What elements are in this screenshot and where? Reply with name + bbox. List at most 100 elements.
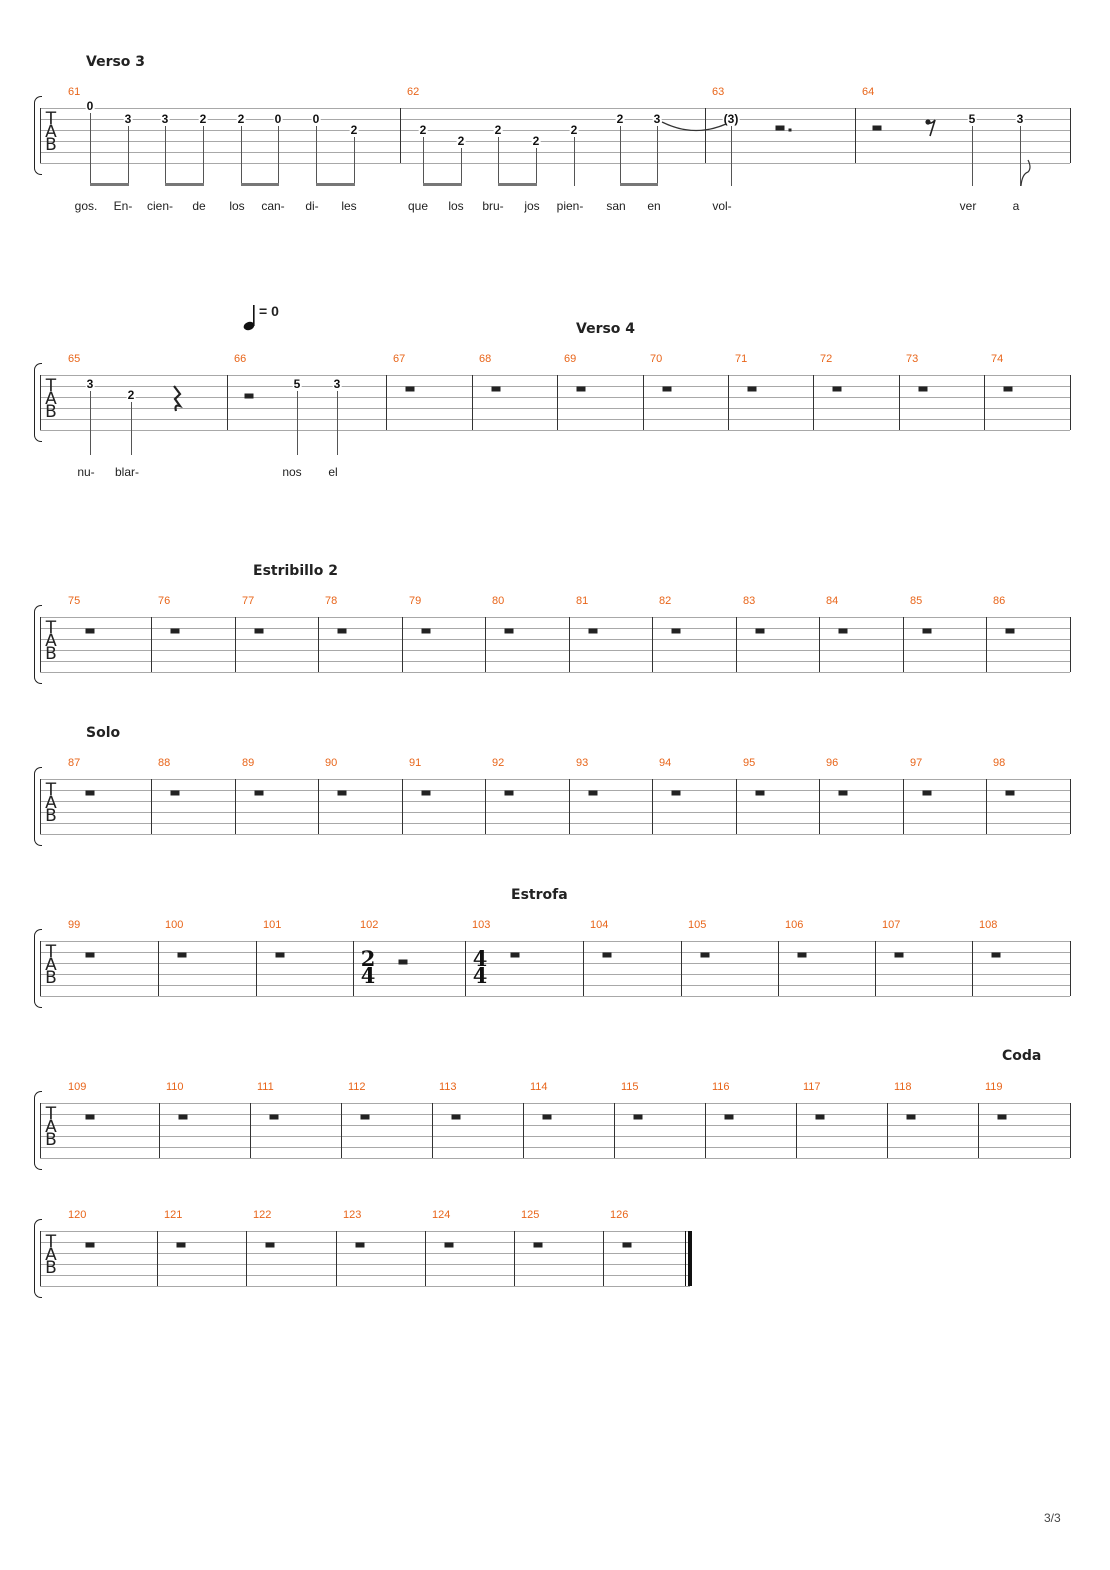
- tab-clef-letter: B: [45, 1258, 57, 1278]
- tab-clef-letter: A: [45, 122, 57, 142]
- measure-number: 88: [158, 757, 171, 769]
- time-signature-bottom: 4: [360, 963, 376, 988]
- tab-string-line: [40, 812, 1070, 813]
- barline: [386, 375, 387, 430]
- tab-clef-letter: A: [45, 1117, 57, 1137]
- barline: [986, 617, 987, 672]
- tab-string-line: [40, 419, 1070, 420]
- barline: [603, 1231, 604, 1286]
- final-barline: [685, 1231, 686, 1286]
- tie-arc: [661, 121, 727, 132]
- whole-rest: [444, 1242, 454, 1248]
- barline: [728, 375, 729, 430]
- whole-rest: [633, 1114, 643, 1120]
- tab-clef-letter: A: [45, 955, 57, 975]
- measure-number: 112: [348, 1081, 366, 1093]
- barline: [318, 617, 319, 672]
- barline: [250, 1103, 251, 1158]
- whole-rest: [838, 628, 848, 634]
- note-stem: [128, 126, 129, 186]
- barline: [514, 1231, 515, 1286]
- tab-string-line: [40, 108, 1070, 109]
- measure-number: 119: [985, 1081, 1003, 1093]
- tab-string-line: [40, 152, 1070, 153]
- whole-rest: [398, 959, 408, 965]
- measure-number: 100: [165, 919, 184, 931]
- dot: [788, 128, 792, 132]
- fret-number: 2: [126, 388, 136, 402]
- fret-number: 2: [531, 134, 541, 148]
- barline: [432, 1103, 433, 1158]
- half-rest: [872, 125, 882, 131]
- lyric-syllable: bru-: [482, 199, 504, 213]
- tab-string-line: [40, 639, 1070, 640]
- barline: [972, 941, 973, 996]
- note-stem: [354, 137, 355, 186]
- barline: [681, 941, 682, 996]
- lyric-syllable: vol-: [712, 199, 732, 213]
- measure-number: 72: [820, 353, 833, 365]
- barline: [246, 1231, 247, 1286]
- whole-rest: [491, 386, 501, 392]
- measure-number: 124: [432, 1209, 451, 1221]
- barline: [400, 108, 401, 163]
- measure-number: 103: [472, 919, 491, 931]
- whole-rest: [671, 790, 681, 796]
- note-beam: [316, 183, 355, 186]
- tab-string-line: [40, 1275, 690, 1276]
- barline: [159, 1103, 160, 1158]
- tab-string-line: [40, 141, 1070, 142]
- whole-rest: [405, 386, 415, 392]
- measure-number: 91: [409, 757, 422, 769]
- whole-rest: [797, 952, 807, 958]
- barline: [227, 375, 228, 430]
- barline: [40, 1231, 41, 1286]
- tab-string-line: [40, 985, 1070, 986]
- barline: [903, 617, 904, 672]
- barline: [1070, 108, 1071, 163]
- barline: [402, 779, 403, 834]
- barline: [465, 941, 466, 996]
- measure-number: 110: [166, 1081, 184, 1093]
- measure-number: 98: [993, 757, 1006, 769]
- system-brace: [34, 929, 42, 1008]
- whole-rest: [1005, 790, 1015, 796]
- tab-string-line: [40, 1114, 1070, 1115]
- fret-number: 2: [349, 123, 359, 137]
- barline: [705, 1103, 706, 1158]
- tab-string-line: [40, 430, 1070, 431]
- measure-number: 80: [492, 595, 505, 607]
- measure-number: 83: [743, 595, 756, 607]
- note-stem: [90, 391, 91, 455]
- measure-number: 118: [894, 1081, 912, 1093]
- tab-clef-letter: T: [45, 109, 57, 129]
- measure-number: 101: [263, 919, 282, 931]
- tempo-value: = 0: [259, 303, 279, 319]
- section-label: Estribillo 2: [253, 563, 338, 579]
- measure-number: 61: [68, 86, 81, 98]
- tab-string-line: [40, 801, 1070, 802]
- barline: [1070, 375, 1071, 430]
- whole-rest: [991, 952, 1001, 958]
- whole-rest: [588, 790, 598, 796]
- section-label: Verso 4: [576, 321, 636, 337]
- whole-rest: [1005, 628, 1015, 634]
- note-stem: [423, 137, 424, 186]
- barline: [523, 1103, 524, 1158]
- note-stem: [131, 402, 132, 455]
- tab-string-line: [40, 375, 1070, 376]
- fret-number: 3: [85, 377, 95, 391]
- tab-string-line: [40, 952, 1070, 953]
- lyric-syllable: di-: [305, 199, 319, 213]
- note-stem: [1020, 126, 1021, 186]
- whole-rest: [337, 790, 347, 796]
- fret-number: 3: [1015, 112, 1025, 126]
- tab-string-line: [40, 130, 1070, 131]
- whole-rest: [85, 628, 95, 634]
- whole-rest: [265, 1242, 275, 1248]
- section-label: Coda: [1002, 1048, 1042, 1064]
- system-brace: [34, 767, 42, 846]
- whole-rest: [832, 386, 842, 392]
- whole-rest: [588, 628, 598, 634]
- tab-string-line: [40, 790, 1070, 791]
